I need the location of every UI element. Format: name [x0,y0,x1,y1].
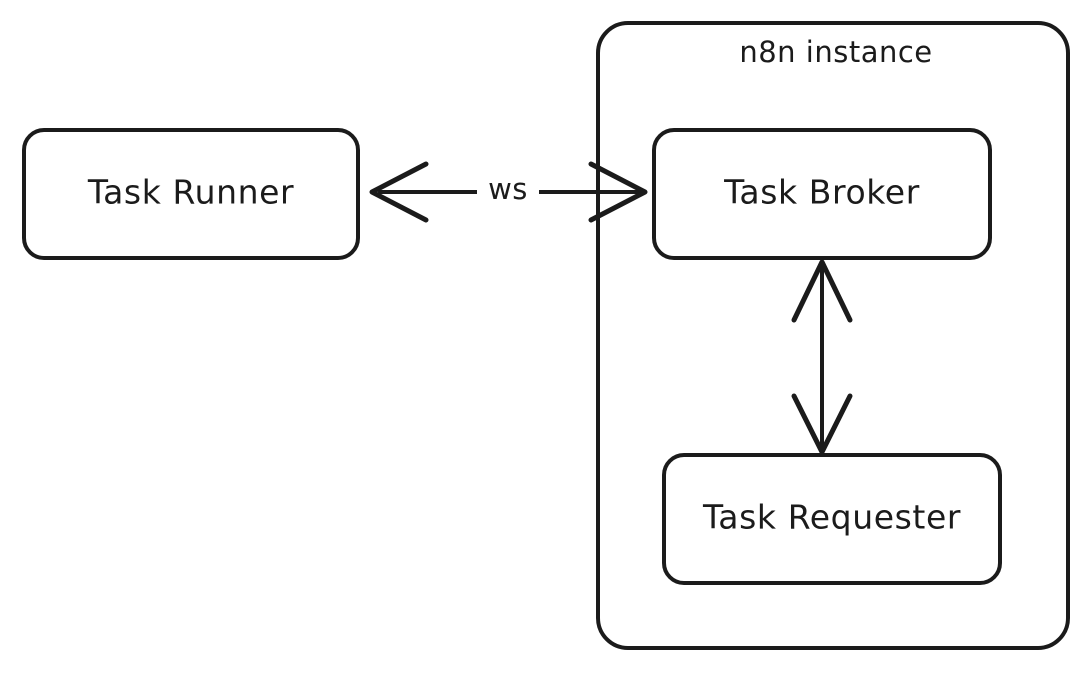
edge-runner-broker-arrowhead-left [369,161,429,223]
edge-runner-broker-arrowhead-right [588,161,648,223]
node-task-requester[interactable]: Task Requester [662,453,1002,585]
node-task-broker-label: Task Broker [723,173,920,212]
edge-runner-broker-label-bg [477,170,539,212]
node-task-runner[interactable]: Task Runner [22,128,360,260]
node-task-requester-label: Task Requester [702,498,961,537]
node-task-requester-border [662,453,1002,585]
edge-broker-requester[interactable] [791,259,853,455]
node-task-runner-border [22,128,360,260]
node-task-broker-border [652,128,992,260]
edge-runner-broker[interactable]: ws [369,161,648,223]
container-n8n-instance-label: n8n instance [739,35,932,69]
edge-broker-requester-arrowhead-top [791,259,853,323]
edge-broker-requester-arrowhead-bottom [791,393,853,455]
node-task-runner-label: Task Runner [87,173,294,212]
node-task-broker[interactable]: Task Broker [652,128,992,260]
edge-runner-broker-label: ws [488,172,528,206]
